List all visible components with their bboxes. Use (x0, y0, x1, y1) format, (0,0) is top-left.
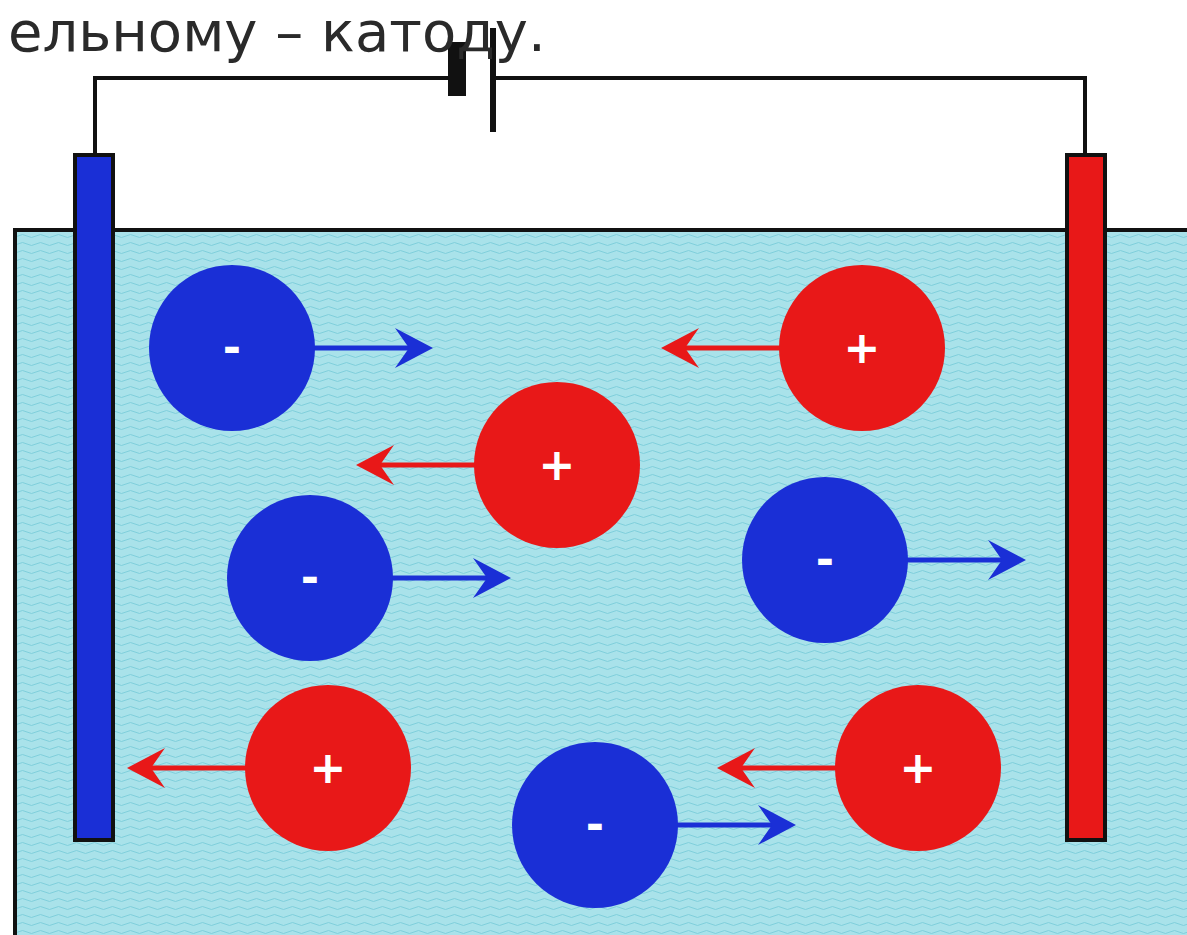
motion-arrow (661, 328, 781, 368)
charge-sign: + (310, 746, 347, 790)
negative-ion: - (512, 742, 678, 908)
motion-arrow (676, 805, 796, 845)
cathode-electrode (75, 155, 113, 840)
positive-ion: + (474, 382, 640, 548)
wire-left (95, 78, 457, 155)
positive-ion: + (245, 685, 411, 851)
anode-electrode (1067, 155, 1105, 840)
charge-sign: - (816, 538, 834, 582)
charge-sign: + (900, 746, 937, 790)
motion-arrow (717, 748, 837, 788)
negative-ion: - (227, 495, 393, 661)
charge-sign: - (301, 556, 319, 600)
motion-arrow (906, 540, 1026, 580)
charge-sign: + (539, 443, 576, 487)
motion-arrow (127, 748, 247, 788)
wire-right (493, 78, 1085, 155)
charge-sign: - (586, 803, 604, 847)
charge-sign: - (223, 326, 241, 370)
caption-fragment: ельному – катоду. (8, 4, 546, 60)
electrolyte-tank (15, 230, 1187, 935)
charge-sign: + (844, 326, 881, 370)
motion-arrow (356, 445, 476, 485)
motion-arrow (391, 558, 511, 598)
positive-ion: + (835, 685, 1001, 851)
negative-ion: - (742, 477, 908, 643)
negative-ion: - (149, 265, 315, 431)
motion-arrow (313, 328, 433, 368)
positive-ion: + (779, 265, 945, 431)
